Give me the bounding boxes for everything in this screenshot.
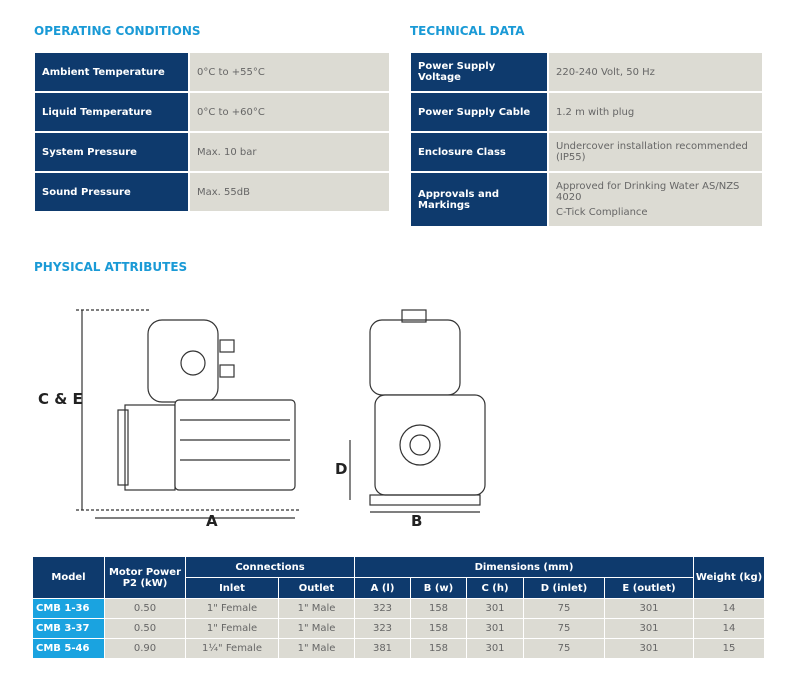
spec-row: Enclosure Class Undercover installation r… — [409, 131, 764, 173]
table-cell: 323 — [354, 618, 411, 639]
spec-value-text: Max. 10 bar — [197, 146, 257, 158]
table-cell: 1" Female — [185, 598, 279, 619]
subheader: B (w) — [410, 577, 467, 599]
table-cell: 1" Female — [185, 618, 279, 639]
spec-row: System Pressure Max. 10 bar — [33, 131, 391, 173]
spec-value-text: Max. 55dB — [197, 186, 250, 198]
spec-label: Power Supply Cable — [409, 91, 549, 133]
spec-label: Sound Pressure — [33, 171, 190, 213]
subheader: A (l) — [354, 577, 411, 599]
table-cell: 0.50 — [104, 598, 186, 619]
spec-value-text-2: C-Tick Compliance — [556, 207, 648, 218]
table-cell: 158 — [410, 598, 467, 619]
table-cell: 301 — [466, 618, 524, 639]
spec-row: Power Supply Voltage 220-240 Volt, 50 Hz — [409, 51, 764, 93]
label-c-e: C & E — [38, 390, 83, 408]
dimensions-table: Model Motor Power P2 (kW) Connections Di… — [32, 556, 765, 659]
spec-value-text: Undercover installation recommended (IP5… — [556, 141, 748, 163]
table-cell: 75 — [523, 638, 605, 659]
spec-value: 0°C to +55°C — [188, 51, 391, 93]
spec-value: 0°C to +60°C — [188, 91, 391, 133]
table-cell: 301 — [604, 618, 694, 639]
label-d: D — [335, 460, 348, 478]
table-cell: 1" Male — [278, 638, 355, 659]
table-cell: 301 — [466, 598, 524, 619]
table-cell: 301 — [604, 638, 694, 659]
table-cell: 158 — [410, 638, 467, 659]
table-cell: 0.90 — [104, 638, 186, 659]
model-cell: CMB 3-37 — [32, 618, 105, 639]
table-cell: 1" Male — [278, 618, 355, 639]
spec-label: Power Supply Voltage — [409, 51, 549, 93]
header-weight: Weight (kg) — [693, 556, 765, 599]
physical-attributes-heading: PHYSICAL ATTRIBUTES — [34, 260, 188, 274]
spec-value: Max. 10 bar — [188, 131, 391, 173]
table-cell: 301 — [466, 638, 524, 659]
header-model: Model — [32, 556, 105, 599]
spec-label: System Pressure — [33, 131, 190, 173]
table-cell: 1¼" Female — [185, 638, 279, 659]
header-motor-power: Motor Power P2 (kW) — [104, 556, 186, 599]
label-b: B — [411, 512, 423, 530]
spec-row: Liquid Temperature 0°C to +60°C — [33, 91, 391, 133]
header-connections: Connections — [185, 556, 355, 578]
subheader: D (inlet) — [523, 577, 605, 599]
spec-label: Approvals and Markings — [409, 171, 549, 228]
spec-value-text: 0°C to +55°C — [197, 66, 265, 78]
spec-row: Power Supply Cable 1.2 m with plug — [409, 91, 764, 133]
spec-value: Max. 55dB — [188, 171, 391, 213]
table-cell: 1" Male — [278, 598, 355, 619]
pump-side-view-drawing — [76, 309, 300, 519]
table-cell: 75 — [523, 598, 605, 619]
subheader: Outlet — [278, 577, 355, 599]
spec-row: Sound Pressure Max. 55dB — [33, 171, 391, 213]
spec-value: 1.2 m with plug — [547, 91, 764, 133]
model-cell: CMB 5-46 — [32, 638, 105, 659]
operating-conditions-table: Ambient Temperature 0°C to +55°C Liquid Te… — [33, 51, 391, 213]
spec-value-text: 220-240 Volt, 50 Hz — [556, 66, 655, 78]
header-dimensions: Dimensions (mm) — [354, 556, 694, 578]
model-cell: CMB 1-36 — [32, 598, 105, 619]
table-cell: 381 — [354, 638, 411, 659]
table-cell: 15 — [693, 638, 765, 659]
table-cell: 14 — [693, 618, 765, 639]
spec-label: Ambient Temperature — [33, 51, 190, 93]
spec-row: Ambient Temperature 0°C to +55°C — [33, 51, 391, 93]
spec-label: Liquid Temperature — [33, 91, 190, 133]
spec-value: Undercover installation recommended (IP5… — [547, 131, 764, 173]
table-cell: 323 — [354, 598, 411, 619]
subheader: C (h) — [466, 577, 524, 599]
spec-value-text: Approved for Drinking Water AS/NZS 4020 — [556, 181, 740, 203]
table-cell: 0.50 — [104, 618, 186, 639]
operating-conditions-heading: OPERATING CONDITIONS — [34, 24, 201, 38]
spec-value-text: 1.2 m with plug — [556, 106, 635, 118]
pump-front-view-drawing — [349, 309, 486, 513]
subheader: Inlet — [185, 577, 279, 599]
technical-data-heading: TECHNICAL DATA — [410, 24, 525, 38]
spec-label: Enclosure Class — [409, 131, 549, 173]
table-cell: 301 — [604, 598, 694, 619]
table-cell: 14 — [693, 598, 765, 619]
table-cell: 158 — [410, 618, 467, 639]
spec-value: 220-240 Volt, 50 Hz — [547, 51, 764, 93]
spec-value-text: 0°C to +60°C — [197, 106, 265, 118]
table-cell: 75 — [523, 618, 605, 639]
label-a: A — [206, 512, 218, 530]
subheader: E (outlet) — [604, 577, 694, 599]
